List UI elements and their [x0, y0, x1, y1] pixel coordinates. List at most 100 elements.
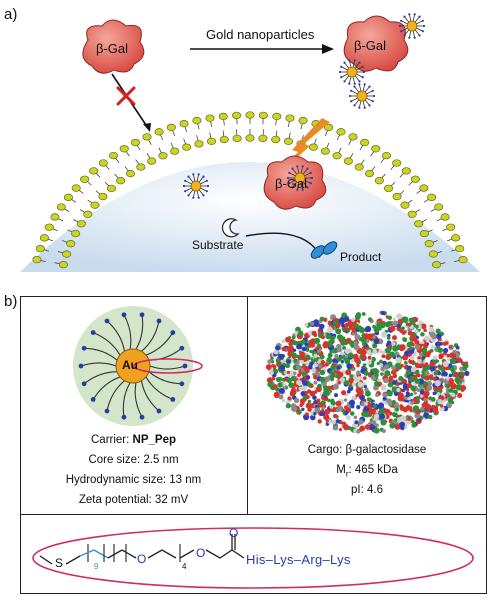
ligand-head — [170, 330, 176, 335]
carrier-name-prefix: Carrier: — [91, 434, 133, 446]
lipid-head — [58, 261, 68, 269]
gold-core — [115, 348, 151, 384]
lipid-head — [455, 244, 465, 253]
cargo-protein-structure — [265, 310, 470, 434]
enzyme-label-conjugated: β-Gal — [354, 38, 387, 53]
lipid-head — [136, 163, 146, 171]
ligand-head — [139, 414, 145, 420]
ligand-head — [78, 363, 84, 369]
lipid-head — [428, 250, 438, 258]
ligand-head — [104, 408, 110, 414]
carrier-hydrodynamic-size: Hydrodynamic size: 13 nm — [65, 474, 202, 486]
enzyme-label-internalized: β-Gal — [275, 176, 308, 191]
lipid-head — [383, 184, 394, 193]
cell-interior — [20, 162, 480, 272]
panel-b-frame — [20, 296, 487, 594]
ligand-head — [179, 381, 185, 387]
lipid-head — [119, 145, 129, 153]
ligand-sulfur: S — [55, 556, 64, 570]
gold-nanoparticles — [182, 13, 426, 199]
panel-b-label: b) — [4, 293, 18, 310]
reaction-arrow — [245, 232, 319, 253]
lipid-head — [80, 175, 90, 183]
lipid-head — [90, 201, 100, 209]
cargo-molecular-weight: Mr: 465 kDa — [247, 464, 487, 478]
lipid-head — [451, 234, 461, 242]
lipid-head — [360, 138, 370, 147]
free-enzyme — [82, 19, 145, 74]
ligand-peg-subscript: 4 — [182, 562, 187, 571]
lipid-head — [158, 152, 168, 160]
lipid-head — [116, 177, 126, 185]
carrier-core-size: Core size: 2.5 nm — [88, 454, 179, 466]
nanoparticle — [406, 20, 418, 32]
lipid-head — [50, 213, 60, 221]
lipid-head — [381, 151, 392, 160]
nanoparticle — [190, 180, 202, 192]
carrier-nanoparticle — [73, 306, 203, 426]
lipid-head — [419, 229, 429, 238]
lipid-head — [343, 157, 353, 165]
lipid-head — [434, 203, 444, 211]
carrier-zeta-potential: Zeta potential: 32 mV — [78, 494, 189, 506]
substrate-label: Substrate — [192, 238, 244, 252]
panel-b-horizontal-divider — [20, 514, 487, 516]
lipid-head — [232, 111, 242, 119]
ligand-head — [179, 345, 185, 351]
lipid-head — [35, 244, 45, 253]
ligand-head — [121, 414, 127, 420]
nanoparticle — [346, 66, 358, 78]
cargo-pi: pI: 4.6 — [351, 484, 383, 496]
lipid-head — [392, 192, 402, 201]
mw-prefix: M — [336, 464, 346, 476]
enzyme-label-free: β-Gal — [96, 41, 129, 56]
lipid-head — [206, 137, 217, 145]
panel-a-label: a) — [4, 6, 18, 23]
lipid-head — [98, 192, 108, 201]
lipid-head — [71, 229, 81, 238]
lipid-head — [83, 210, 93, 218]
lipid-head — [192, 116, 202, 125]
ligand-carbonyl-oxygen: O — [229, 526, 239, 540]
lipid-head — [32, 255, 42, 264]
lipid-head — [364, 169, 375, 178]
lipid-head — [219, 135, 229, 144]
lipid-head — [56, 203, 66, 211]
product-icon — [310, 241, 338, 259]
lipid-head — [272, 112, 282, 121]
lipid-head — [458, 255, 468, 264]
lipid-head — [76, 220, 86, 228]
carrier-name-value: NP_Pep — [132, 434, 176, 446]
ligand-peptide: His–Lys–Arg–Lys — [246, 552, 351, 567]
panel-b-vertical-divider — [247, 296, 249, 514]
lipid-head — [245, 134, 255, 142]
lipid-head — [427, 193, 437, 201]
lipid-head — [285, 114, 295, 122]
lipid-head — [166, 123, 176, 132]
block-x-icon — [116, 86, 136, 106]
ligand-head — [156, 408, 162, 414]
protein-atoms — [265, 310, 470, 434]
lipid-head — [410, 175, 420, 183]
core-label: Au — [122, 358, 138, 372]
lipid-head — [401, 167, 411, 175]
ligand-head — [81, 381, 87, 387]
ligand-highlight — [32, 527, 474, 589]
lipid-head — [89, 167, 99, 175]
lipid-head — [298, 116, 308, 125]
lipid-head — [130, 138, 140, 147]
conjugated-enzyme — [343, 15, 409, 72]
cargo-name: Cargo: β-galactosidase — [307, 444, 427, 456]
ligand-ether-oxygen: O — [196, 546, 206, 560]
internalized-enzyme — [263, 155, 327, 210]
lipid-head — [332, 152, 342, 160]
lipid-head — [142, 133, 152, 141]
ligand-head — [104, 318, 110, 324]
mw-subscript: r — [345, 469, 349, 479]
ligand-alkyl-subscript: 9 — [94, 562, 99, 571]
ligand-head — [156, 318, 162, 324]
lipid-head — [348, 133, 358, 141]
lipid-head — [182, 143, 192, 151]
ligand-head — [90, 397, 96, 402]
ligand-head — [81, 345, 87, 351]
